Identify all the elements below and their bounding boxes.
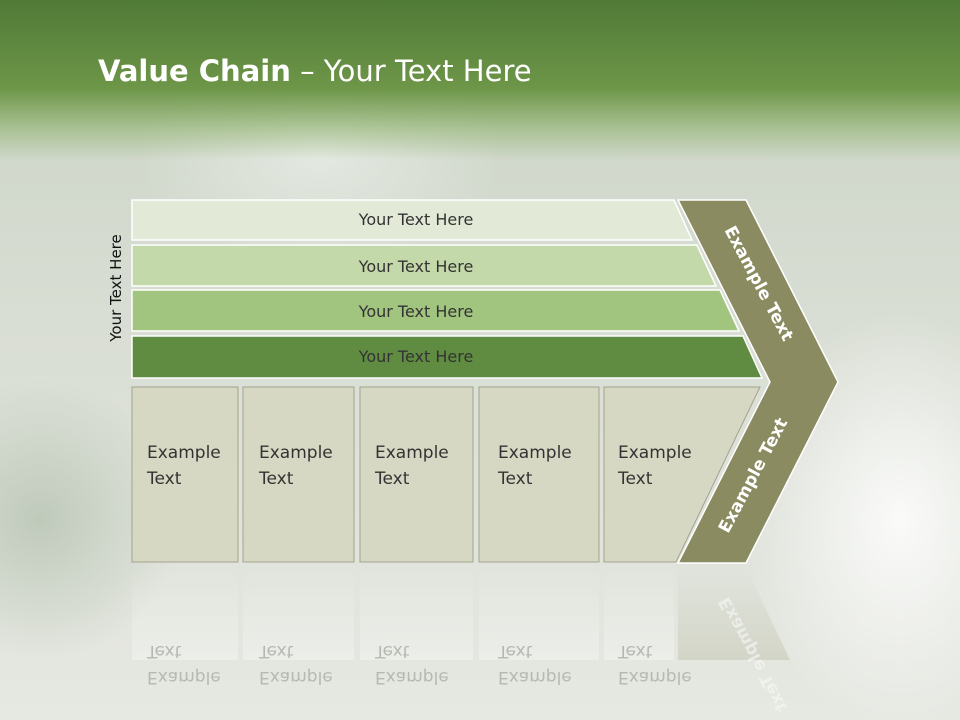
reflection-box-5-line2: Text [617, 641, 653, 661]
bar-2: Your Text Here [131, 244, 718, 287]
bar-1-shape [131, 199, 694, 241]
box-5-shape [603, 386, 761, 563]
bar-1: Your Text Here [131, 199, 694, 241]
reflection-box-4-line1: Example [498, 667, 572, 687]
bar-3-shape [131, 289, 741, 332]
box-4-line2: Text [497, 469, 533, 489]
box-2-line1: Example [259, 443, 333, 463]
bar-2-shape [131, 244, 718, 287]
bar-4-shape [131, 335, 764, 379]
reflection-box-5-line1: Example [618, 667, 692, 687]
bar-1-label: Your Text Here [358, 210, 474, 229]
title-bold: Value Chain [98, 54, 291, 88]
box-4-line1: Example [498, 443, 572, 463]
reflection-box-1-line2: Text [146, 641, 182, 661]
box-1-line2: Text [146, 469, 182, 489]
reflection-box-1-line1: Example [147, 667, 221, 687]
box-1: Example Text [131, 386, 239, 563]
bar-4-label: Your Text Here [358, 347, 474, 366]
bar-3-label: Your Text Here [358, 302, 474, 321]
bar-4: Your Text Here [131, 335, 764, 379]
bar-2-label: Your Text Here [358, 257, 474, 276]
reflection-box-3-line2: Text [374, 641, 410, 661]
reflection-box-4-line2: Text [497, 641, 533, 661]
box-5: Example Text [603, 386, 761, 563]
box-4: Example Text [478, 386, 600, 563]
box-3: Example Text [359, 386, 474, 563]
box-3-line2: Text [374, 469, 410, 489]
slide-title: Value Chain – Your Text Here [98, 54, 532, 88]
chevron-shape [676, 199, 839, 564]
header-band [0, 0, 960, 160]
reflection-box-2-line2: Text [258, 641, 294, 661]
box-2-shape [242, 386, 355, 563]
reflection: Example Text Example Text Example Text E… [132, 567, 792, 715]
box-1-shape [131, 386, 239, 563]
box-4-shape [478, 386, 600, 563]
title-rest: – Your Text Here [290, 54, 532, 88]
box-2: Example Text [242, 386, 355, 563]
box-1-line1: Example [147, 443, 221, 463]
box-3-line1: Example [375, 443, 449, 463]
box-5-line1: Example [618, 443, 692, 463]
bar-3: Your Text Here [131, 289, 741, 332]
reflection-box-3-line1: Example [375, 667, 449, 687]
box-5-line2: Text [617, 469, 653, 489]
reflection-box-2-line1: Example [259, 667, 333, 687]
box-3-shape [359, 386, 474, 563]
box-2-line2: Text [258, 469, 294, 489]
